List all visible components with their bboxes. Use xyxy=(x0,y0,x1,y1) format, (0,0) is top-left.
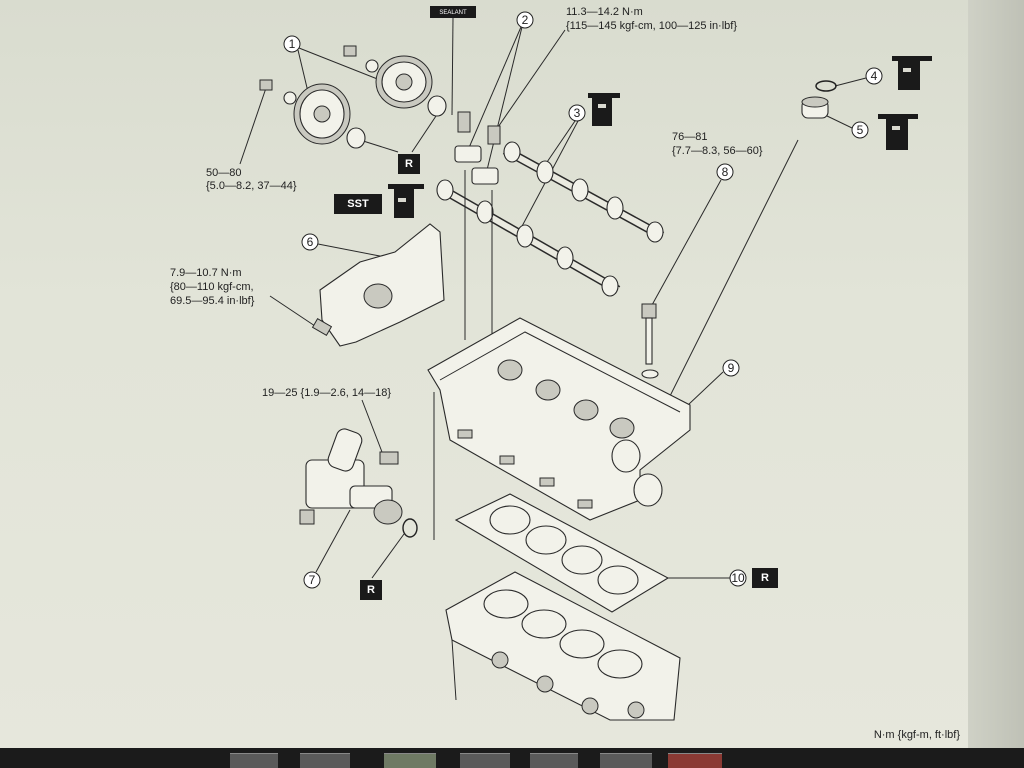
svg-text:19—25 {1.9—2.6, 14—18}: 19—25 {1.9—2.6, 14—18} xyxy=(262,387,391,399)
pulley-bolts-washers xyxy=(259,45,447,149)
callout-2: 2 xyxy=(467,11,534,171)
grease-icon-cap xyxy=(588,93,620,126)
taskbar-button[interactable] xyxy=(530,753,578,768)
thermostat-housing xyxy=(299,392,435,540)
svg-text:7.9—10.7 N·m: 7.9—10.7 N·m xyxy=(170,267,242,279)
svg-text:7: 7 xyxy=(309,573,316,587)
grease-icon-pulley xyxy=(388,184,424,218)
callout-6: 6 xyxy=(301,233,391,259)
callout-9: 9 xyxy=(687,359,740,406)
camshaft-intake xyxy=(502,141,665,243)
svg-text:SEALANT: SEALANT xyxy=(439,10,467,16)
callout-5: 5 xyxy=(824,114,869,139)
taskbar xyxy=(0,748,1024,768)
camshaft-exhaust xyxy=(436,179,621,297)
taskbar-button[interactable] xyxy=(600,753,652,768)
head-gasket xyxy=(454,493,670,613)
svg-text:4: 4 xyxy=(871,69,878,83)
camshaft-pulley-front xyxy=(293,83,351,145)
svg-text:11.3—14.2 N·m: 11.3—14.2 N·m xyxy=(566,6,643,18)
svg-text:{5.0—8.2, 37—44}: {5.0—8.2, 37—44} xyxy=(206,180,297,192)
replace-label-gasket: R xyxy=(752,568,778,588)
svg-text:R: R xyxy=(405,158,413,170)
svg-text:2: 2 xyxy=(522,13,529,27)
svg-text:SST: SST xyxy=(347,198,369,210)
svg-text:{7.7—8.3, 56—60}: {7.7—8.3, 56—60} xyxy=(672,145,763,157)
torque-head-bolt: 76—81 {7.7—8.3, 56—60} xyxy=(672,131,763,157)
camshaft-pulley-rear xyxy=(375,55,433,109)
cylinder-head xyxy=(427,317,691,521)
svg-text:8: 8 xyxy=(722,165,729,179)
taskbar-button[interactable] xyxy=(460,753,510,768)
o-ring xyxy=(815,80,837,92)
callout-7: 7 xyxy=(303,509,351,589)
callout-1: 1 xyxy=(283,35,386,93)
grease-icon-oring xyxy=(892,56,932,90)
svg-text:9: 9 xyxy=(728,361,735,375)
torque-thermostat: 19—25 {1.9—2.6, 14—18} xyxy=(262,387,391,453)
callout-8: 8 xyxy=(651,163,734,306)
sealant-tag: SEALANT xyxy=(430,6,476,116)
leader-valve-seal xyxy=(667,139,799,401)
svg-text:10: 10 xyxy=(731,571,745,585)
replace-label-seal: R xyxy=(359,109,441,174)
svg-text:76—81: 76—81 xyxy=(672,131,707,143)
seal-plate xyxy=(311,223,445,347)
taskbar-button[interactable] xyxy=(230,753,278,768)
taskbar-button[interactable] xyxy=(384,753,436,768)
camshaft-caps xyxy=(454,111,501,340)
grease-icon-valve-seal xyxy=(878,114,918,150)
svg-text:69.5—95.4 in·lbf}: 69.5—95.4 in·lbf} xyxy=(170,295,255,307)
taskbar-button[interactable] xyxy=(668,753,722,768)
monitor-bezel xyxy=(968,0,1024,748)
replace-label-oring: R xyxy=(360,533,405,600)
svg-text:R: R xyxy=(761,572,769,584)
cylinder-block xyxy=(445,571,681,721)
svg-text:3: 3 xyxy=(574,106,581,120)
torque-seal-plate: 7.9—10.7 N·m {80—110 kgf-cm, 69.5—95.4 i… xyxy=(170,267,319,329)
callout-4: 4 xyxy=(834,67,883,87)
svg-text:R: R xyxy=(367,584,375,596)
taskbar-button[interactable] xyxy=(300,753,350,768)
head-bolt xyxy=(641,303,659,379)
callout-10: 10 xyxy=(665,569,747,587)
callout-3: 3 xyxy=(519,104,586,231)
torque-cap-bolt: 11.3—14.2 N·m {115—145 kgf-cm, 100—125 i… xyxy=(495,6,737,131)
valve-stem-seal xyxy=(801,96,829,119)
svg-text:{80—110 kgf-cm,: {80—110 kgf-cm, xyxy=(170,281,254,293)
svg-text:50—80: 50—80 xyxy=(206,167,241,179)
sst-label: SST xyxy=(334,194,382,214)
svg-text:5: 5 xyxy=(857,123,864,137)
torque-timing-pulley: 50—80 {5.0—8.2, 37—44} xyxy=(206,87,297,192)
svg-text:6: 6 xyxy=(307,235,314,249)
units-note: N·m {kgf-m, ft·lbf} xyxy=(873,729,960,741)
svg-text:{115—145 kgf-cm, 100—125 in·lb: {115—145 kgf-cm, 100—125 in·lbf} xyxy=(566,20,737,32)
svg-text:1: 1 xyxy=(289,37,296,51)
